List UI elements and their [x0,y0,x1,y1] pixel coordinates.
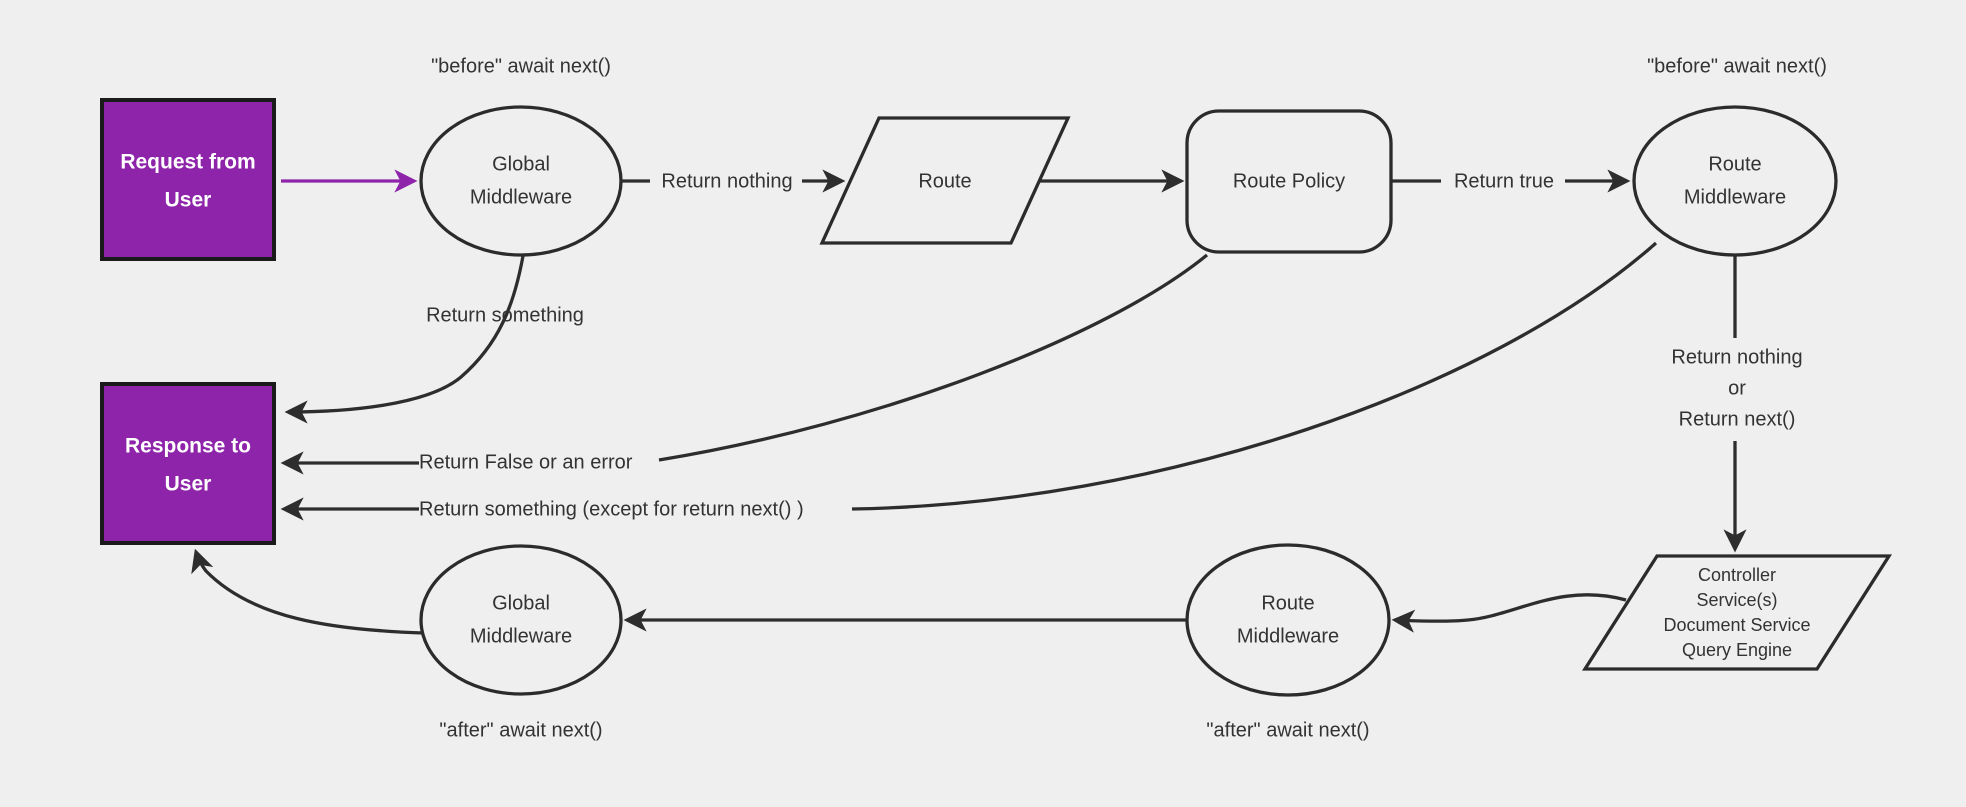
controller-label-line1: Controller [1698,565,1776,585]
controller-label-line2: Service(s) [1696,590,1777,610]
global-middleware-top-ellipse [419,105,623,257]
edge-routemw-to-response-curve [851,241,1658,511]
global-middleware-bottom-label-line2: Middleware [470,625,572,647]
response-to-user-box [100,382,276,545]
label-after-await-next-global: "after" await next() [439,719,602,741]
label-return-nothing: Return nothing [661,170,792,192]
label-before-await-next-route: "before" await next() [1647,55,1827,77]
global-middleware-top-label-line2: Middleware [470,186,572,208]
label-return-true: Return true [1454,170,1554,192]
label-return-false-or-error: Return False or an error [419,451,633,473]
node-global-middleware-bottom: Global Middleware [419,544,623,696]
controller-parallelogram [1581,554,1893,671]
node-response-to-user: Response to User [100,382,276,545]
route-policy-rect [1185,109,1393,254]
node-request-from-user: Request from User [100,98,276,261]
route-middleware-top-label-line2: Middleware [1684,186,1786,208]
request-from-user-label-line2: User [165,189,212,212]
label-return-something-except: Return something (except for return next… [419,498,804,520]
route-middleware-bottom-ellipse [1185,543,1391,697]
label-return-nothing-or-line2: or [1728,377,1746,399]
global-middleware-bottom-ellipse [419,544,623,696]
node-controller-services: Controller Service(s) Document Service Q… [1581,554,1893,671]
label-return-nothing-or-line1: Return nothing [1671,346,1802,368]
label-after-await-next-route: "after" await next() [1206,719,1369,741]
response-to-user-label-line2: User [165,473,212,496]
route-middleware-top-ellipse [1632,105,1838,257]
request-from-user-box [100,98,276,261]
label-return-something: Return something [426,304,584,326]
route-policy-label: Route Policy [1233,170,1345,192]
label-return-nothing-or-line3: Return next() [1679,408,1796,430]
node-route-policy: Route Policy [1185,109,1393,254]
route-middleware-top-label-line1: Route [1708,153,1761,175]
edge-policy-to-response-curve [658,253,1209,462]
edge-globalmw-bottom-to-response [191,548,425,635]
node-route-middleware-top: Route Middleware [1632,105,1838,257]
controller-label-line3: Document Service [1663,615,1810,635]
label-return-nothing-or-return-next: Return nothing or Return next() [1671,346,1802,430]
node-route: Route [819,116,1071,245]
node-route-middleware-bottom: Route Middleware [1185,543,1391,697]
node-global-middleware-top: Global Middleware [419,105,623,257]
route-middleware-bottom-label-line1: Route [1261,592,1314,614]
controller-label-line4: Query Engine [1682,640,1792,660]
route-middleware-bottom-label-line2: Middleware [1237,625,1339,647]
global-middleware-bottom-label-line1: Global [492,592,550,614]
route-label: Route [918,170,971,192]
response-to-user-label-line1: Response to [125,435,251,458]
label-before-await-next-global: "before" await next() [431,55,611,77]
edge-controller-to-routemw-bottom [1391,593,1627,633]
route-parallelogram [819,116,1071,245]
global-middleware-top-label-line1: Global [492,153,550,175]
request-from-user-label-line1: Request from [120,151,255,174]
edge-globalmw-top-to-response [284,255,525,424]
